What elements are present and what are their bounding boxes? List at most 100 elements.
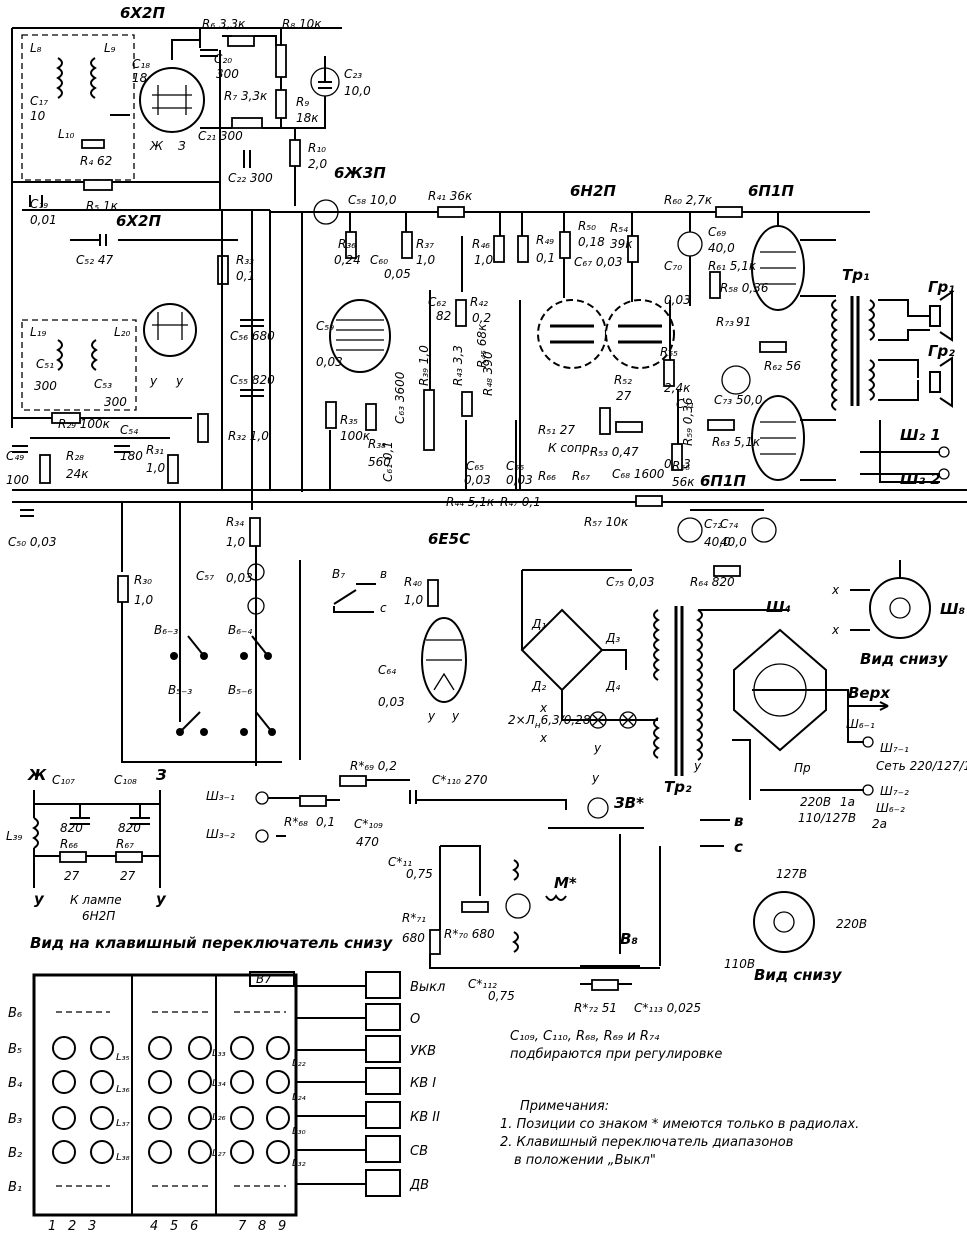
label-R54v: 39к [610,237,633,251]
note-adjust: C₁₀₉, C₁₁₀, R₆₈, R₆₉ и R₇₄ [510,1029,660,1044]
label-C112: C*₁₁₂ [468,977,497,991]
label-C62v: 82 [436,309,451,323]
keyswitch-col-label: 1 [48,1219,56,1234]
label-R64: R₆₄ 820 [690,575,735,589]
keyswitch-key[interactable] [365,1135,401,1163]
label-R66bv: 27 [64,869,80,883]
label-R36: R₃₆ [338,237,356,251]
keyswitch-key-label: Выкл [410,980,445,995]
resistor-R71 [429,929,441,955]
motor [505,893,531,919]
keyswitch-col-label: 3 [88,1219,96,1234]
capacitor-C72 [677,517,703,543]
keyswitch-coil-well [148,1036,172,1060]
keyswitch-coil-well [266,1036,290,1060]
label-C23v: 10,0 [344,84,371,98]
keyswitch-row-label: B₅ [8,1042,22,1057]
label-R71v: 680 [402,931,425,945]
label-R61: R₆₁ 5,1к [708,259,757,273]
label-C53v: 300 [104,395,127,409]
label-R42v: 0,2 [472,311,491,325]
label-R36v: 0,24 [334,253,361,267]
tube-label-preamp: 6Ж3П [334,164,386,182]
label-C19: C₁₉ [30,197,48,211]
label-y-lamp: у [593,741,602,755]
resistor-R69 [339,775,367,787]
coil-L9 [90,57,97,99]
resistor-R39 [423,389,435,451]
resistor-R49 [517,235,529,263]
label-R47: R₄₇ 0,1 [500,495,541,509]
keyswitch-coil-well [90,1036,114,1060]
label-C57v: 0,03 [226,571,253,585]
keyswitch-key[interactable] [365,971,401,999]
speaker-Gr2 [929,356,953,408]
label-R38v: 560 [368,455,391,469]
label-C72: C₇₂ [704,517,722,531]
label-C23: C₂₃ [344,67,362,81]
keyswitch-col-label: 8 [258,1219,266,1234]
label-R66b: R₆₆ [60,837,78,851]
label-B56: B₅₋₆ [228,683,252,697]
keyswitch-key[interactable] [365,1169,401,1197]
label-C61: C₆₁ 0,1 [381,441,395,482]
keyswitch-coil-well [52,1070,76,1094]
label-R9: R₉ [296,95,309,109]
keyswitch-key[interactable] [365,1003,401,1031]
capacitor-C19 [29,195,43,207]
label-Tr1: Тр₁ [842,266,870,284]
label-R63: R₆₃ 5,1к [712,435,761,449]
label-Sh32: Ш₃₋₂ [206,827,235,841]
voltage-selector [753,891,815,953]
label-C19v: 0,01 [30,213,57,227]
label-C17: C₁₇ [30,94,48,108]
keyswitch-coil-label: L₃₀ [292,1126,306,1137]
label-B-v: в [734,812,744,830]
label-up: Верх [848,684,891,702]
label-R50v: 0,18 [578,235,605,249]
label-ksopr: К сопр. [548,441,594,455]
keyswitch-coil-well [230,1140,254,1164]
keyswitch-coil-label: L₃₅ [116,1052,130,1063]
keyswitch-coil-well [52,1036,76,1060]
label-C49: C₄₉ [6,449,24,463]
pin-y-4: у [451,709,460,723]
resistor-R63 [707,419,735,431]
tube-driver-right [605,299,675,369]
label-R4: R₄ 62 [80,154,112,168]
note-title: Примечания: [520,1099,609,1114]
label-R67bv: 27 [120,869,136,883]
label-L19: L₁₉ [30,325,46,339]
label-D4: Д₄ [605,679,620,693]
label-R55v: 2,4к [664,381,691,395]
keyswitch-key[interactable] [365,1067,401,1095]
keyswitch-coil-well [188,1106,212,1130]
keyswitch-row-label: B₁ [8,1180,22,1195]
resistor-R8 [275,44,287,78]
plug-Sh71 [862,736,874,748]
label-x-lamp1: х [539,701,548,715]
keyswitch-row-label: B₆ [8,1006,22,1021]
label-toLamp: К лампе [70,893,122,907]
label-C59: C₅₉ [316,319,334,333]
resistor-R5 [83,179,113,191]
label-D2: Д₂ [531,679,546,693]
resistor-R66b [59,851,87,863]
capacitor-C52 [99,234,107,246]
label-R62: R₆₂ 56 [764,359,801,373]
keyswitch-coil-label: L₂₇ [212,1148,226,1159]
keyswitch-key[interactable] [365,1035,401,1063]
keyswitch-key[interactable] [365,1101,401,1129]
label-view-bottom-1: Вид снизу [860,650,949,668]
label-R73: R₇₃ [716,315,734,329]
keyswitch-coil-well [266,1140,290,1164]
transformer-Tr1-sec2 [868,359,875,401]
resistor-R60 [715,206,743,218]
tube-label-detector: 6Х2П [116,212,161,230]
label-R71: R*₇₁ [402,911,426,925]
label-R35: R₃₅ [340,413,358,427]
label-R46: R₄₆ [472,237,490,251]
resistor-R32 [197,413,209,443]
label-B64: B₆₋₄ [228,623,252,637]
